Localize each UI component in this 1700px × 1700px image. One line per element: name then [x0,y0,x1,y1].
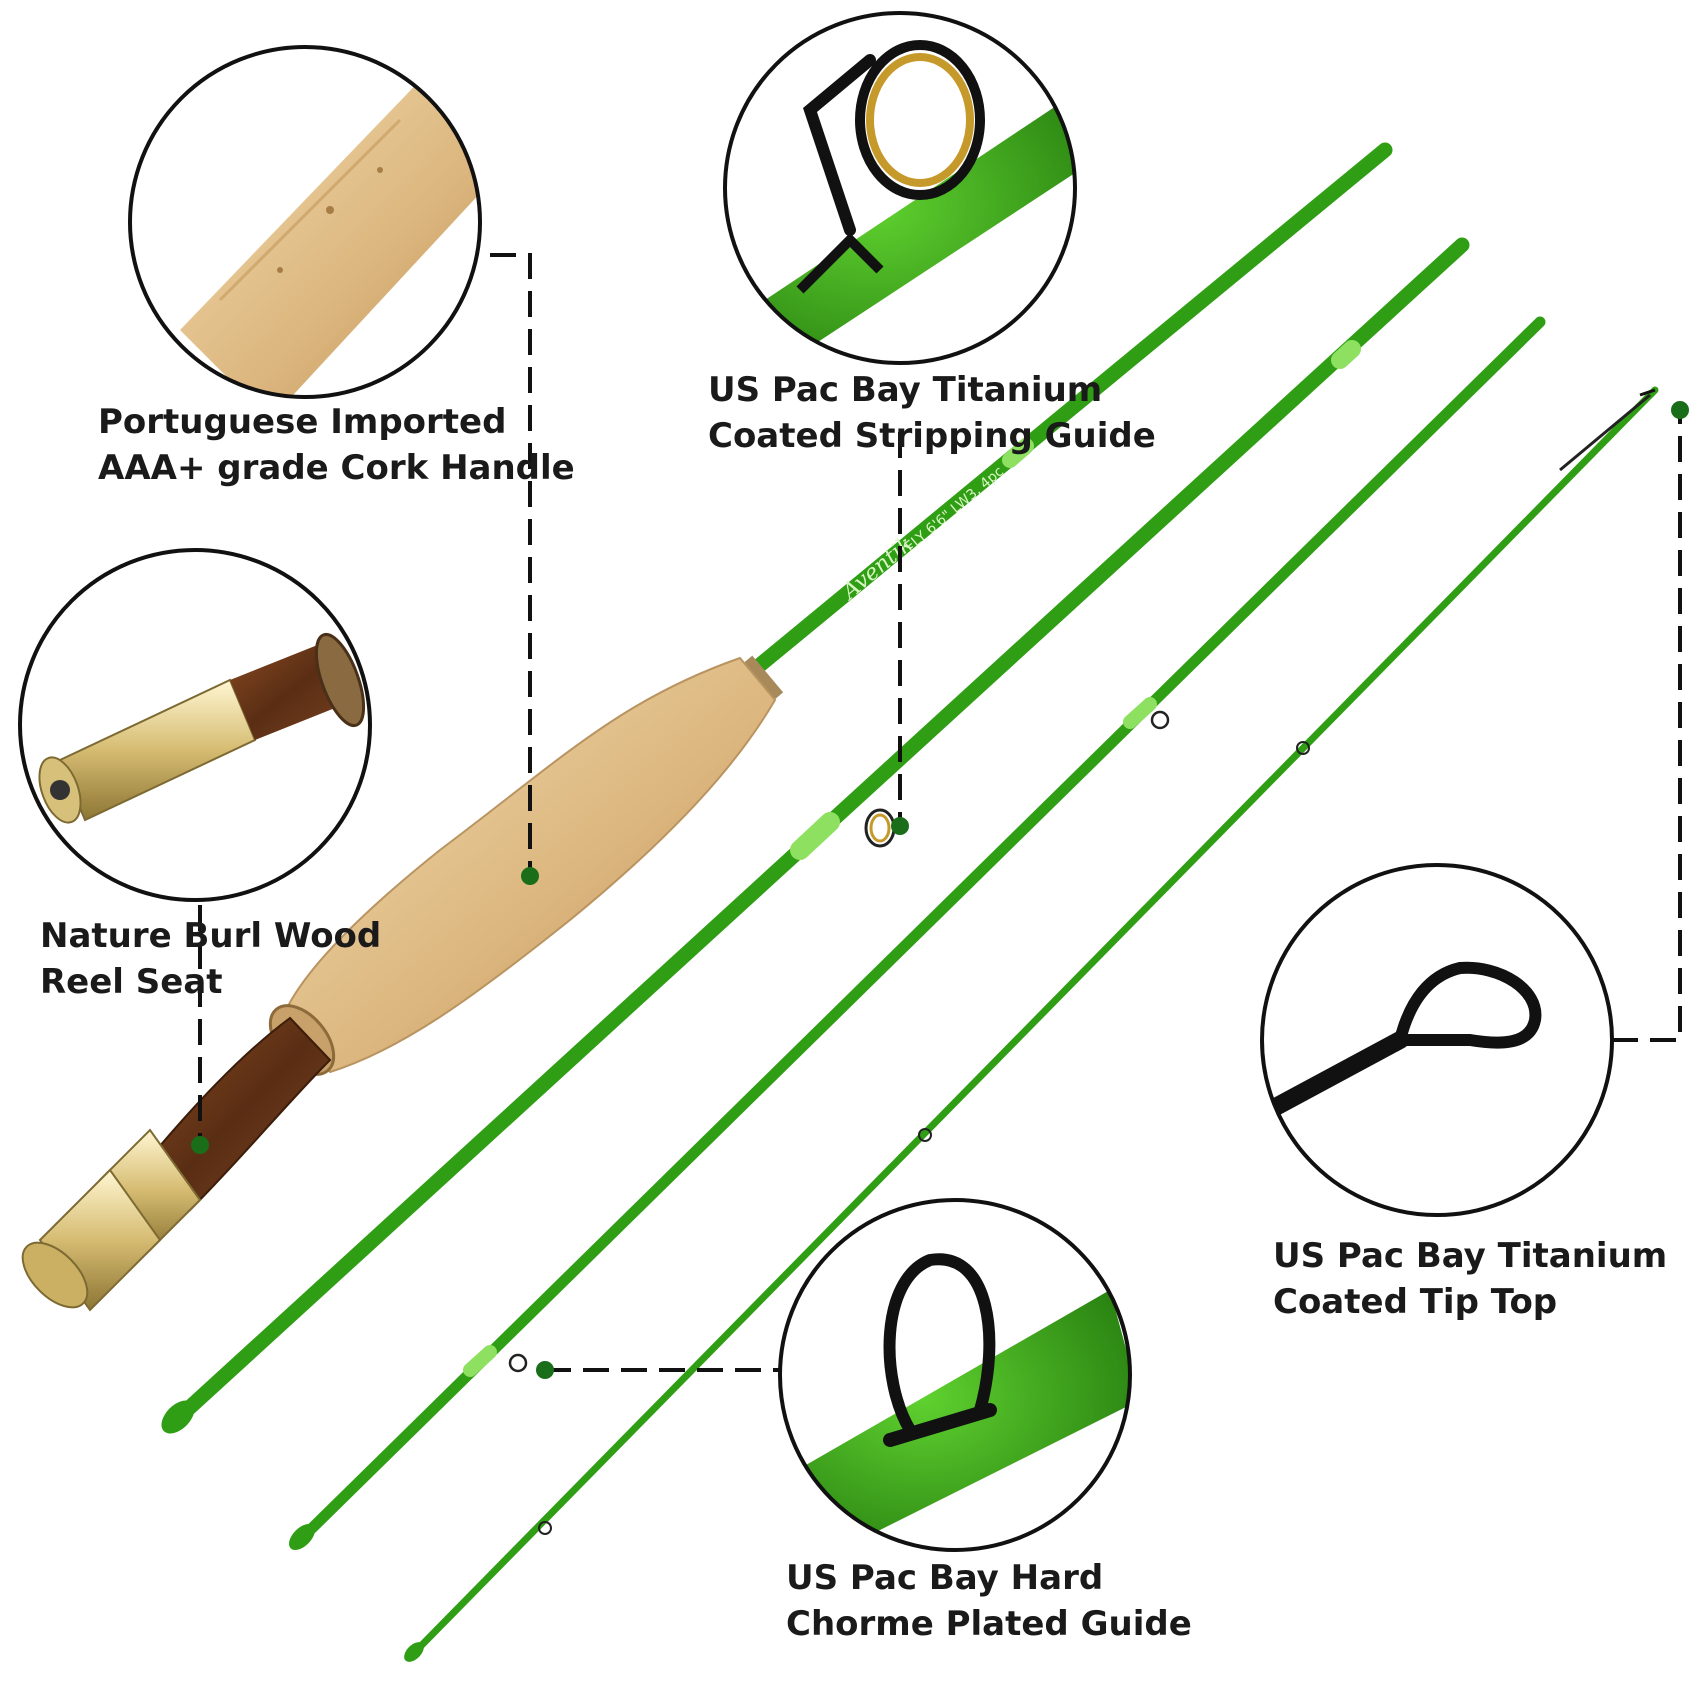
snake-guide-icon [538,1521,552,1535]
snake-guide-icon [918,1128,932,1142]
snake-guide-icon [1296,741,1310,755]
reel-seat-closeup [18,548,372,902]
reel-seat-fittings [21,1128,202,1312]
rod-section-two [161,237,1470,1434]
leader-line-tip-top [1612,410,1682,1042]
stripping-guide-label-line2: Coated Stripping Guide [708,416,1156,456]
snake-guide-icon [508,1353,528,1373]
cork-handle-label-line2: AAA+ grade Cork Handle [98,448,575,488]
stripping-guide-label-line1: US Pac Bay Titanium [708,370,1103,410]
tip-top-label-line2: Coated Tip Top [1273,1282,1558,1322]
cork-handle-label: Portuguese Imported AAA+ grade Cork Hand… [98,399,575,491]
marker-dot-stripping-guide [891,817,909,835]
stripping-guide-ring-icon [869,813,891,843]
burl-reel-seat [146,1016,332,1212]
tip-top-label: US Pac Bay Titanium Coated Tip Top [1273,1233,1667,1325]
cork-handle-closeup [128,45,482,399]
marker-dot-snake-guide [536,1361,554,1379]
stripping-guide-label: US Pac Bay Titanium Coated Stripping Gui… [708,367,1156,459]
marker-dot-tip-top [1671,401,1689,419]
snake-guide-icon [1150,710,1170,730]
reel-seat-label-line1: Nature Burl Wood [40,916,382,956]
stripping-guide-closeup [723,11,1077,365]
snake-guide-label-line2: Chorme Plated Guide [786,1604,1192,1644]
leader-line-cork [490,253,532,875]
tip-top-closeup [1260,863,1614,1217]
snake-guide-label: US Pac Bay Hard Chorme Plated Guide [786,1555,1192,1647]
snake-guide-label-line1: US Pac Bay Hard [786,1558,1104,1598]
reel-seat-label: Nature Burl Wood Reel Seat [40,913,381,1005]
tip-top-label-line1: US Pac Bay Titanium [1273,1236,1668,1276]
rod-tip-section [404,386,1659,1662]
leader-lines [198,253,1682,1372]
rod-section-three [289,316,1546,1550]
marker-dot-reel-seat [191,1136,209,1154]
marker-dot-cork [521,867,539,885]
tip-ferrule-end [404,1642,424,1662]
reel-seat-label-line2: Reel Seat [40,962,223,1002]
callout-markers [191,401,1689,1379]
snake-guide-closeup [778,1198,1132,1552]
blank-spec-text: FLY 6'6" LW3, 4pc [902,464,1007,555]
cork-handle-label-line1: Portuguese Imported [98,402,507,442]
